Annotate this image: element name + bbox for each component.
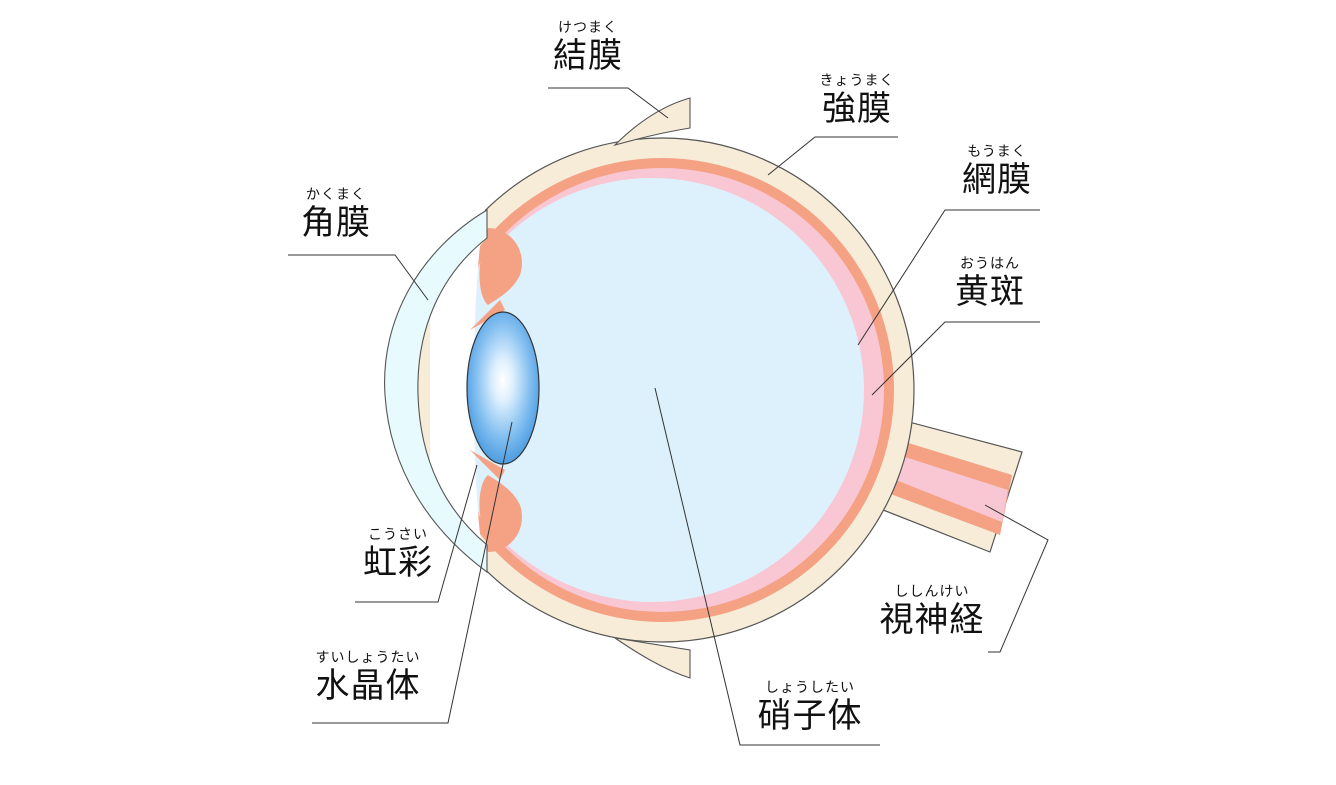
lens	[466, 311, 540, 465]
anterior-chamber	[430, 210, 485, 570]
name-retina: 網膜	[962, 160, 1032, 200]
conjunctiva-lower	[614, 637, 691, 679]
name-macula: 黄斑	[955, 272, 1025, 312]
name-vitreous: 硝子体	[757, 696, 863, 736]
name-cornea: 角膜	[301, 203, 371, 243]
ruby-retina: もうまく	[967, 144, 1027, 160]
label-optic-nerve: ししんけい 視神経	[870, 584, 994, 640]
name-lens: 水晶体	[315, 666, 421, 706]
ruby-optic-nerve: ししんけい	[894, 584, 970, 600]
label-cornea: かくまく 角膜	[294, 187, 378, 243]
label-vitreous: しょうしたい 硝子体	[748, 680, 872, 736]
leader-lines	[288, 87, 1049, 746]
label-retina: もうまく 網膜	[955, 144, 1039, 200]
iris-upper	[479, 228, 522, 305]
vitreous-body	[440, 178, 864, 602]
label-macula: おうはん 黄斑	[948, 256, 1032, 312]
ruby-lens: すいしょうたい	[315, 650, 421, 666]
conjunctiva-upper	[613, 97, 691, 147]
name-sclera: 強膜	[822, 89, 892, 129]
label-sclera: きょうまく 強膜	[812, 73, 902, 129]
name-iris: 虹彩	[363, 543, 433, 583]
ruby-macula: おうはん	[960, 256, 1020, 272]
label-iris: こうさい 虹彩	[356, 527, 440, 583]
name-conjunctiva: 結膜	[553, 36, 623, 76]
label-conjunctiva: けつまく 結膜	[548, 20, 628, 76]
name-optic-nerve: 視神経	[879, 600, 985, 640]
iris-lower	[479, 475, 522, 552]
ruby-sclera: きょうまく	[819, 73, 895, 89]
ruby-vitreous: しょうしたい	[765, 680, 855, 696]
ruby-cornea: かくまく	[306, 187, 366, 203]
label-lens: すいしょうたい 水晶体	[306, 650, 430, 706]
cornea	[384, 209, 488, 574]
ruby-iris: こうさい	[368, 527, 428, 543]
ruby-conjunctiva: けつまく	[558, 20, 618, 36]
